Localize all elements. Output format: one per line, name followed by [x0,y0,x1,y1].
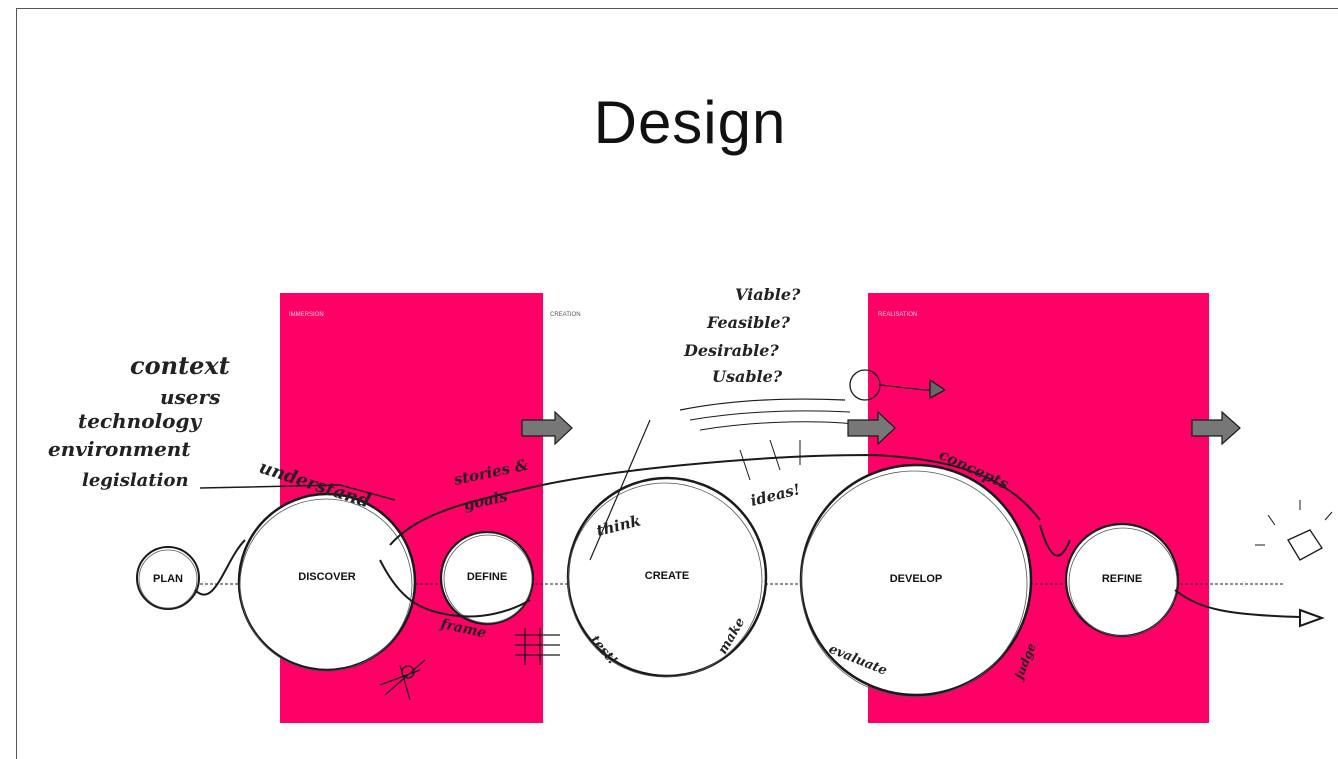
input-legislation: legislation [82,470,189,491]
node-label-define: DEFINE [467,571,507,583]
frame-grid-icon [515,628,560,665]
question-viable: Viable? [735,285,801,304]
lightbulb-spark-icon [1287,529,1323,561]
question-desirable: Desirable? [683,341,779,360]
node-plan: PLAN [136,546,200,610]
phase-label-immersion: IMMERSION [289,312,324,318]
phase-label-creation: CREATION [550,312,581,318]
node-create: CREATE [566,476,768,678]
node-label-create: CREATE [645,570,689,582]
node-label-plan: PLAN [153,573,183,585]
question-feasible: Feasible? [706,313,791,332]
node-discover: DISCOVER [237,492,417,672]
node-label-refine: REFINE [1102,573,1142,585]
phase-label-realisation: REALISATION [878,312,917,318]
node-label-discover: DISCOVER [298,571,356,583]
question-usable: Usable? [712,367,783,386]
input-users: users [160,385,220,409]
input-context: context [130,351,230,380]
input-technology: technology [78,409,202,433]
node-develop: DEVELOP [799,463,1033,698]
hatched-arrow-icon [847,410,896,446]
node-define: DEFINE [439,530,535,626]
node-refine: REFINE [1064,522,1180,638]
node-label-develop: DEVELOP [890,573,943,585]
sketch-decorations [379,369,1333,701]
hatched-arrow-icon [521,410,573,446]
input-words: context users technology environment leg… [48,351,230,491]
flow-lines [194,398,1301,618]
hatched-arrow-icon [1191,410,1241,446]
output-arrow-icon [1299,608,1325,628]
slide-frame [16,8,1338,759]
input-environment: environment [48,437,191,461]
phase-arrow-icons [521,410,1241,446]
evaluation-questions: Viable? Feasible? Desirable? Usable? [683,285,801,386]
annotation-ideas: ideas! [749,480,802,510]
slide-title: Design [593,89,787,156]
